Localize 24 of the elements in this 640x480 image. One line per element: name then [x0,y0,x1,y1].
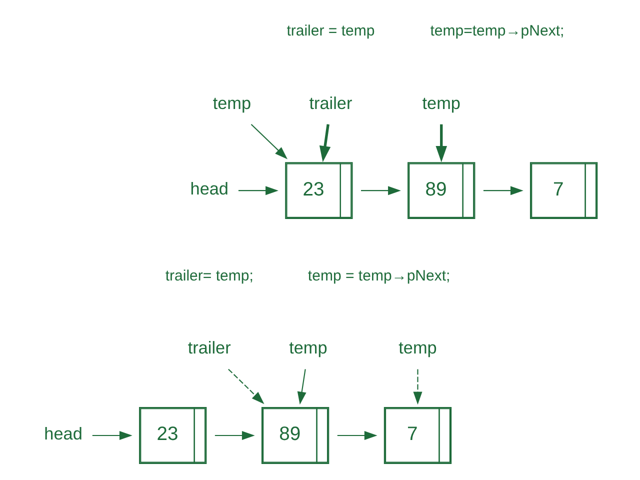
arrow [214,430,255,440]
node-text: head [190,178,228,199]
arrow [483,186,524,196]
arrow [413,369,422,405]
label: temp=temp→pNext; [430,22,564,40]
arrow [436,124,448,162]
node-text: temp [212,92,252,113]
arrow [250,124,288,160]
arrow [319,124,331,162]
arrow [238,186,278,196]
label: temp = temp→pNext; [308,267,450,284]
arrow [92,430,132,440]
arrow [361,186,401,196]
node-text: temp [289,338,328,358]
arrow [337,430,378,440]
node-text: temp [398,338,437,358]
node-text: trailer [309,92,352,113]
arrow [228,368,264,404]
node-text: trailer [188,338,231,358]
node-text: temp [422,92,460,113]
arrow [297,369,306,405]
node-text: head [44,424,82,444]
label: trailer= temp; [165,267,254,284]
label: trailer = temp [286,22,375,40]
